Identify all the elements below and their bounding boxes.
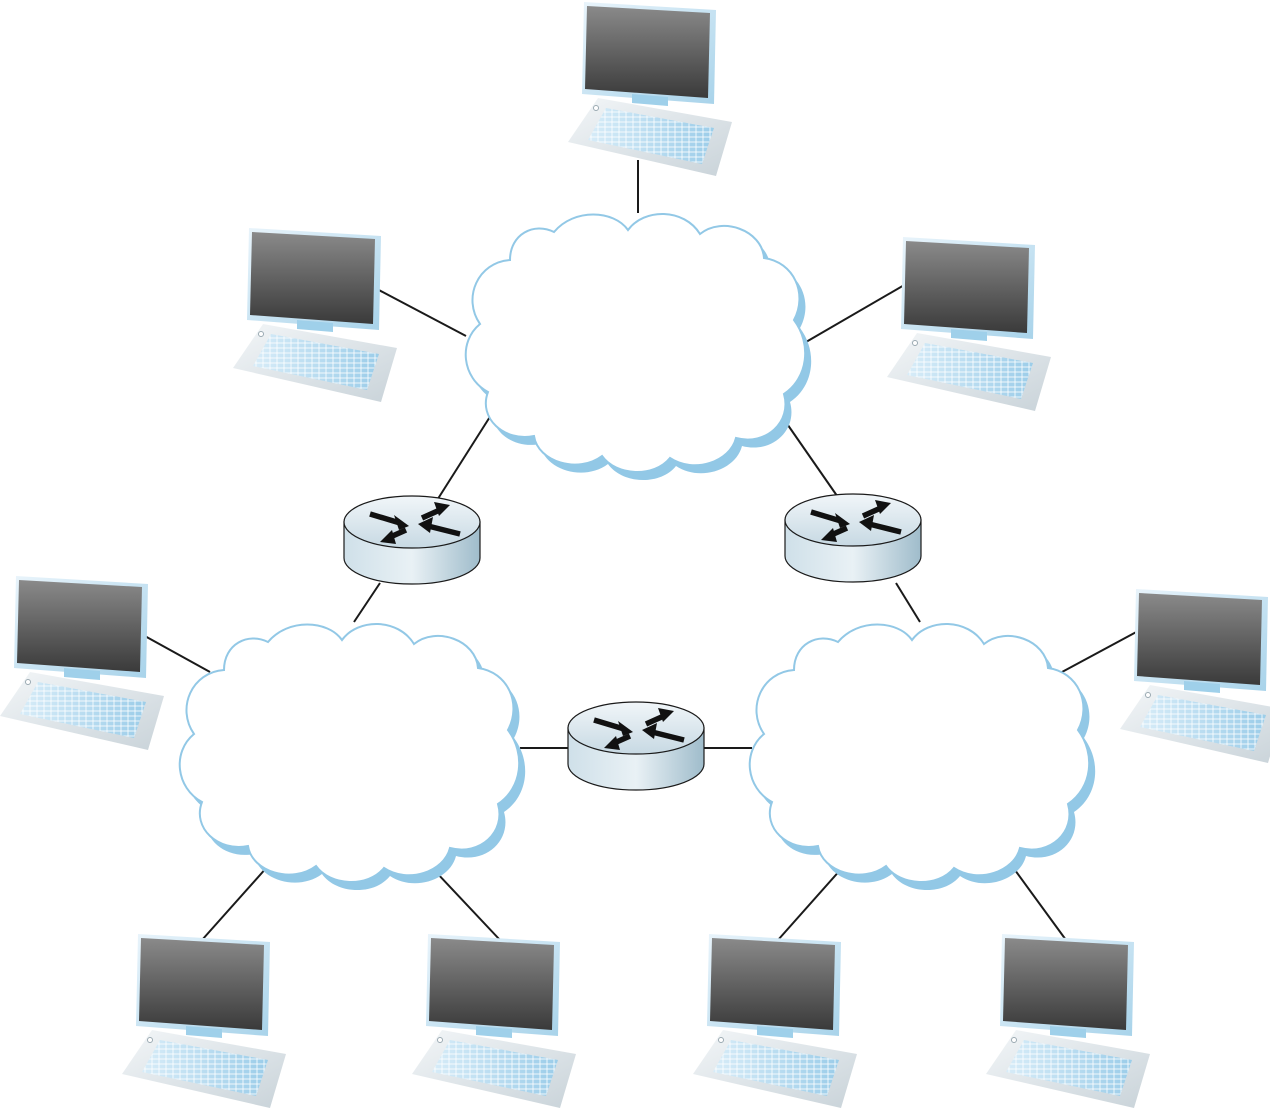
computer-icon-top-left (232, 227, 398, 403)
link-right-bottom-a-host (777, 867, 843, 941)
network-cloud-right (748, 622, 1097, 892)
link-left-bottom-a-host (201, 865, 269, 941)
computer-icon-top-right (886, 236, 1052, 412)
network-cloud-left (178, 622, 527, 892)
computer-icon-right-bottom-a (692, 933, 858, 1108)
link-top-cloud-left-router (433, 411, 494, 506)
computer-icon-left-bottom-b (411, 933, 577, 1108)
link-left-bottom-b-host (435, 871, 501, 941)
computer-icon-right-outer (1119, 588, 1270, 764)
link-top-right-host (805, 283, 907, 343)
link-left-outer-host (142, 634, 211, 673)
link-top-left-host (374, 287, 467, 337)
computer-icon-left-outer (0, 575, 165, 751)
link-right-router-right-cloud (895, 582, 921, 623)
router-bottom (568, 702, 704, 790)
router-top-right (785, 494, 921, 582)
network-cloud-top (464, 212, 813, 482)
link-right-bottom-b-host (1011, 865, 1067, 941)
link-top-cloud-right-router (782, 417, 843, 504)
link-left-router-left-cloud (353, 582, 381, 623)
computer-icon-left-bottom-a (121, 933, 287, 1108)
link-right-outer-host (1061, 629, 1141, 673)
computer-icon-right-bottom-b (985, 933, 1151, 1108)
links (142, 160, 1141, 941)
computer-icon-top-center (567, 1, 733, 177)
router-top-left (344, 496, 480, 584)
